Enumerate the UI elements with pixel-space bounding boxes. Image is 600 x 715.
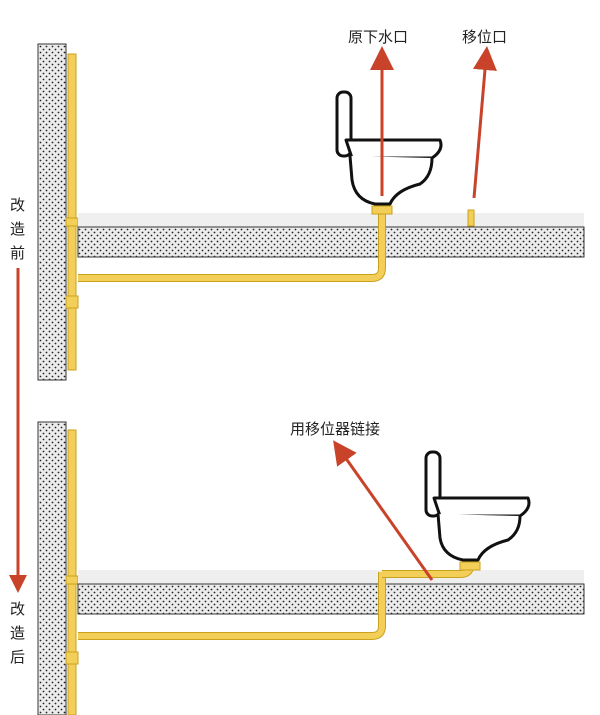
label-before-3: 前	[10, 244, 25, 262]
new-outlet-stub	[467, 209, 475, 227]
pipe-collar	[65, 217, 79, 227]
floor-slab-bottom	[77, 583, 585, 615]
toilet-flange-top	[371, 205, 393, 215]
wall-bottom	[37, 421, 67, 715]
after-section: 用移位器链接	[37, 420, 585, 715]
pipe-collar	[65, 295, 79, 309]
floor-surface-top	[78, 213, 584, 227]
label-after-3: 后	[10, 648, 25, 666]
label-new-drain: 移位口	[462, 28, 507, 46]
toilet-top	[335, 90, 443, 206]
vertical-pipe-top	[67, 53, 77, 371]
label-after-1: 改	[10, 600, 25, 618]
before-section: 原下水口 移位口	[37, 28, 585, 381]
toilet-flange-bottom	[459, 561, 481, 571]
arrow-shifter-link	[333, 440, 434, 581]
pipe-collar	[65, 651, 79, 665]
before-after-indicator: 改 造 前 改 造 后	[9, 196, 27, 666]
label-before-2: 造	[10, 220, 25, 238]
pipe-collar	[65, 575, 79, 585]
label-after-2: 造	[10, 624, 25, 642]
vertical-pipe-bottom	[67, 429, 77, 715]
label-original-drain: 原下水口	[348, 28, 408, 46]
floor-slab-top	[77, 226, 585, 258]
floor-surface-bottom	[78, 570, 584, 584]
label-before-1: 改	[10, 196, 25, 214]
arrow-new-drain	[472, 46, 497, 199]
label-shifter-link: 用移位器链接	[290, 420, 380, 438]
toilet-bottom	[424, 450, 531, 562]
wall-top	[37, 43, 67, 381]
